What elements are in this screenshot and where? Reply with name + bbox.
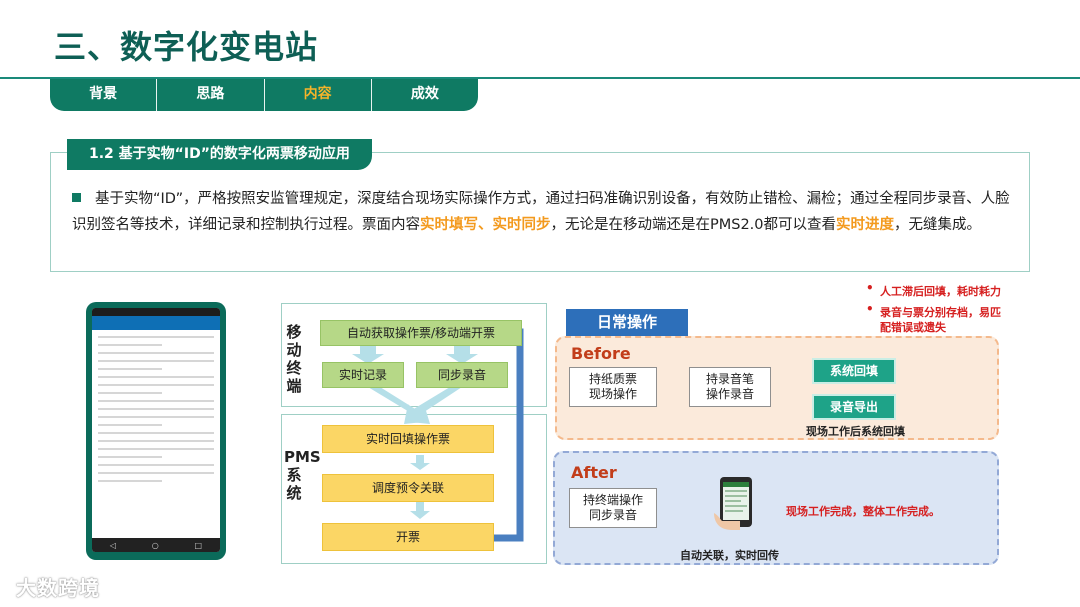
red-bullet-icon: • (866, 281, 874, 295)
watermark-logo: 大数跨境 (16, 572, 100, 601)
pain-point-2: 录音与票分别存档，易匹配错误或遗失 (880, 305, 1010, 335)
red-bullet-icon: • (866, 302, 874, 316)
sync-audio-box: 同步录音 (416, 362, 508, 388)
phone-in-hand-icon (710, 475, 764, 531)
arrow-merge-icon (404, 387, 462, 424)
after-label: After (571, 463, 617, 482)
dispatch-link-box: 调度预令关联 (322, 474, 494, 502)
daily-operation-tab: 日常操作 (566, 309, 688, 336)
before-caption: 现场工作后系统回填 (806, 423, 905, 439)
pain-point-1: 人工滞后回填，耗时耗力 (880, 284, 1001, 299)
after-caption: 自动关联，实时回传 (680, 547, 779, 563)
system-backfill-box: 系统回填 (812, 358, 896, 384)
terminal-operation-box: 持终端操作 同步录音 (569, 488, 657, 528)
realtime-record-box: 实时记录 (322, 362, 404, 388)
issue-ticket-box: 开票 (322, 523, 494, 551)
hand-phone-image (710, 475, 764, 531)
before-label: Before (571, 344, 631, 363)
paper-ticket-box: 持纸质票 现场操作 (569, 367, 657, 407)
recorder-pen-box: 持录音笔 操作录音 (689, 367, 771, 407)
after-result-text: 现场工作完成，整体工作完成。 (786, 503, 940, 519)
audio-export-box: 录音导出 (812, 394, 896, 420)
auto-ticket-box: 自动获取操作票/移动端开票 (320, 320, 522, 346)
backfill-ticket-box: 实时回填操作票 (322, 425, 494, 453)
arrow-down-icon (410, 502, 430, 519)
arrow-down-icon (410, 455, 430, 470)
